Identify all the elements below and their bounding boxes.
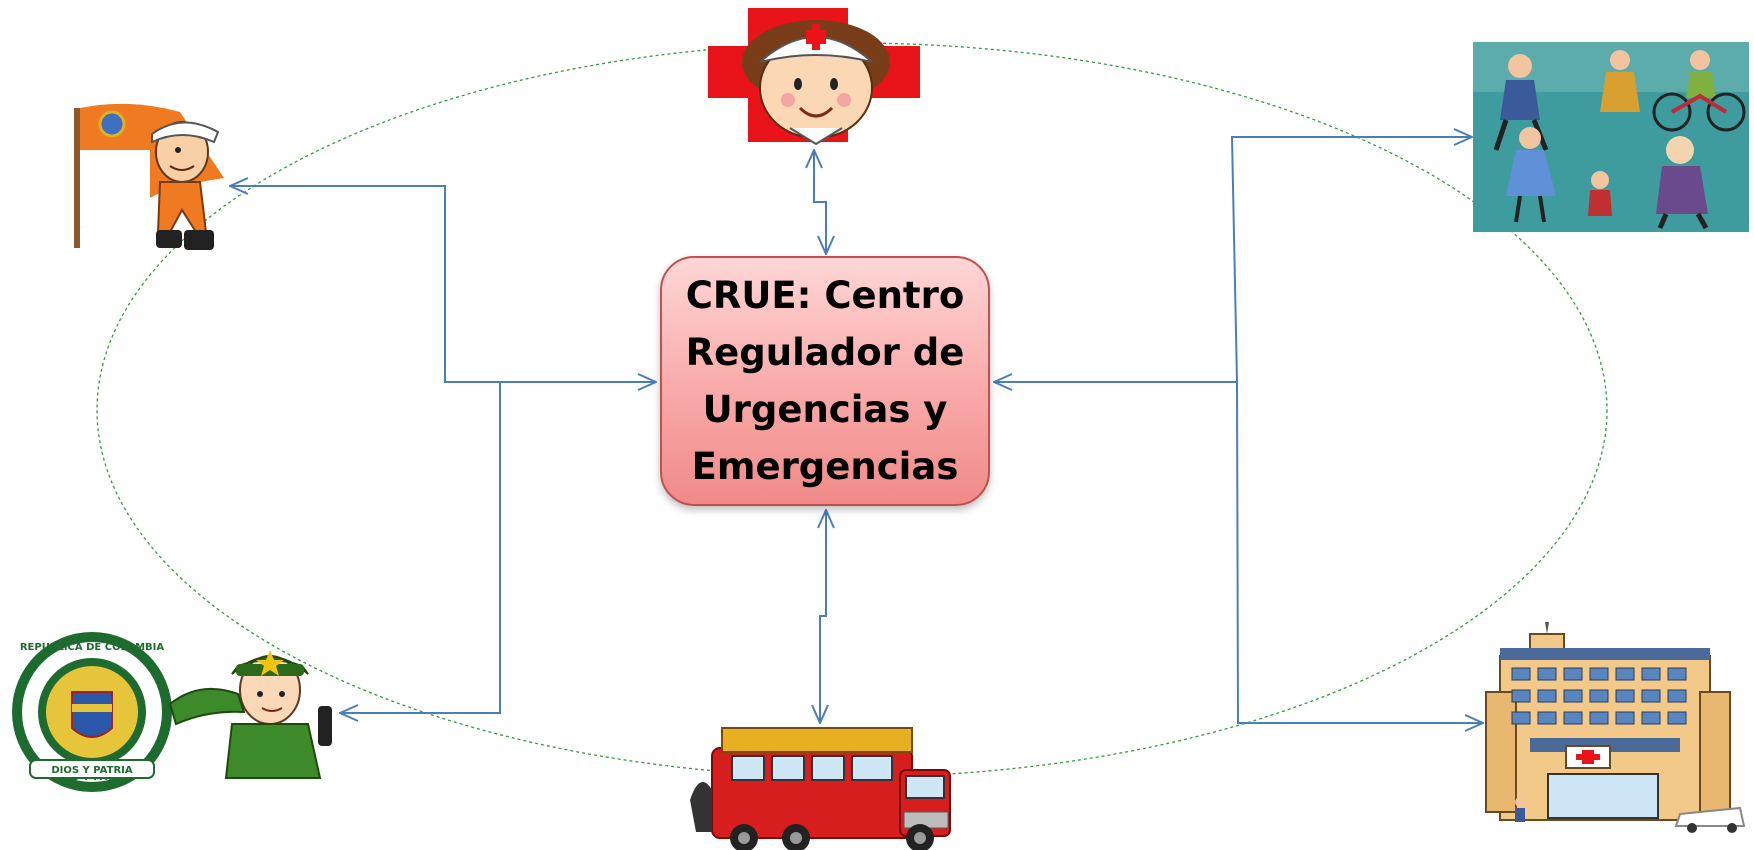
crue-center-node: CRUE: Centro Regulador de Urgencias y Em… <box>660 256 990 506</box>
crue-title: CRUE: Centro Regulador de Urgencias y Em… <box>685 274 965 488</box>
svg-text:DIOS Y PATRIA: DIOS Y PATRIA <box>51 765 133 776</box>
nurse-red-cross-icon <box>708 8 920 146</box>
connector-bottom <box>820 510 826 723</box>
connector-hospital <box>1236 381 1483 723</box>
civil-defense-flag-icon <box>74 103 224 250</box>
connector-civil-defense <box>230 186 656 382</box>
connector-top <box>814 150 826 254</box>
hospital-icon <box>1485 622 1746 833</box>
fire-truck-icon <box>690 727 951 850</box>
police-officer-icon: REPUBLICA DE COLOMBIA DIOS Y PATRIA DIOS… <box>12 632 332 792</box>
police-seal-text: REPUBLICA DE COLOMBIA <box>20 642 165 653</box>
connector-citizens <box>994 137 1472 382</box>
citizens-crowd-icon <box>1473 42 1749 232</box>
connector-police <box>340 382 501 713</box>
